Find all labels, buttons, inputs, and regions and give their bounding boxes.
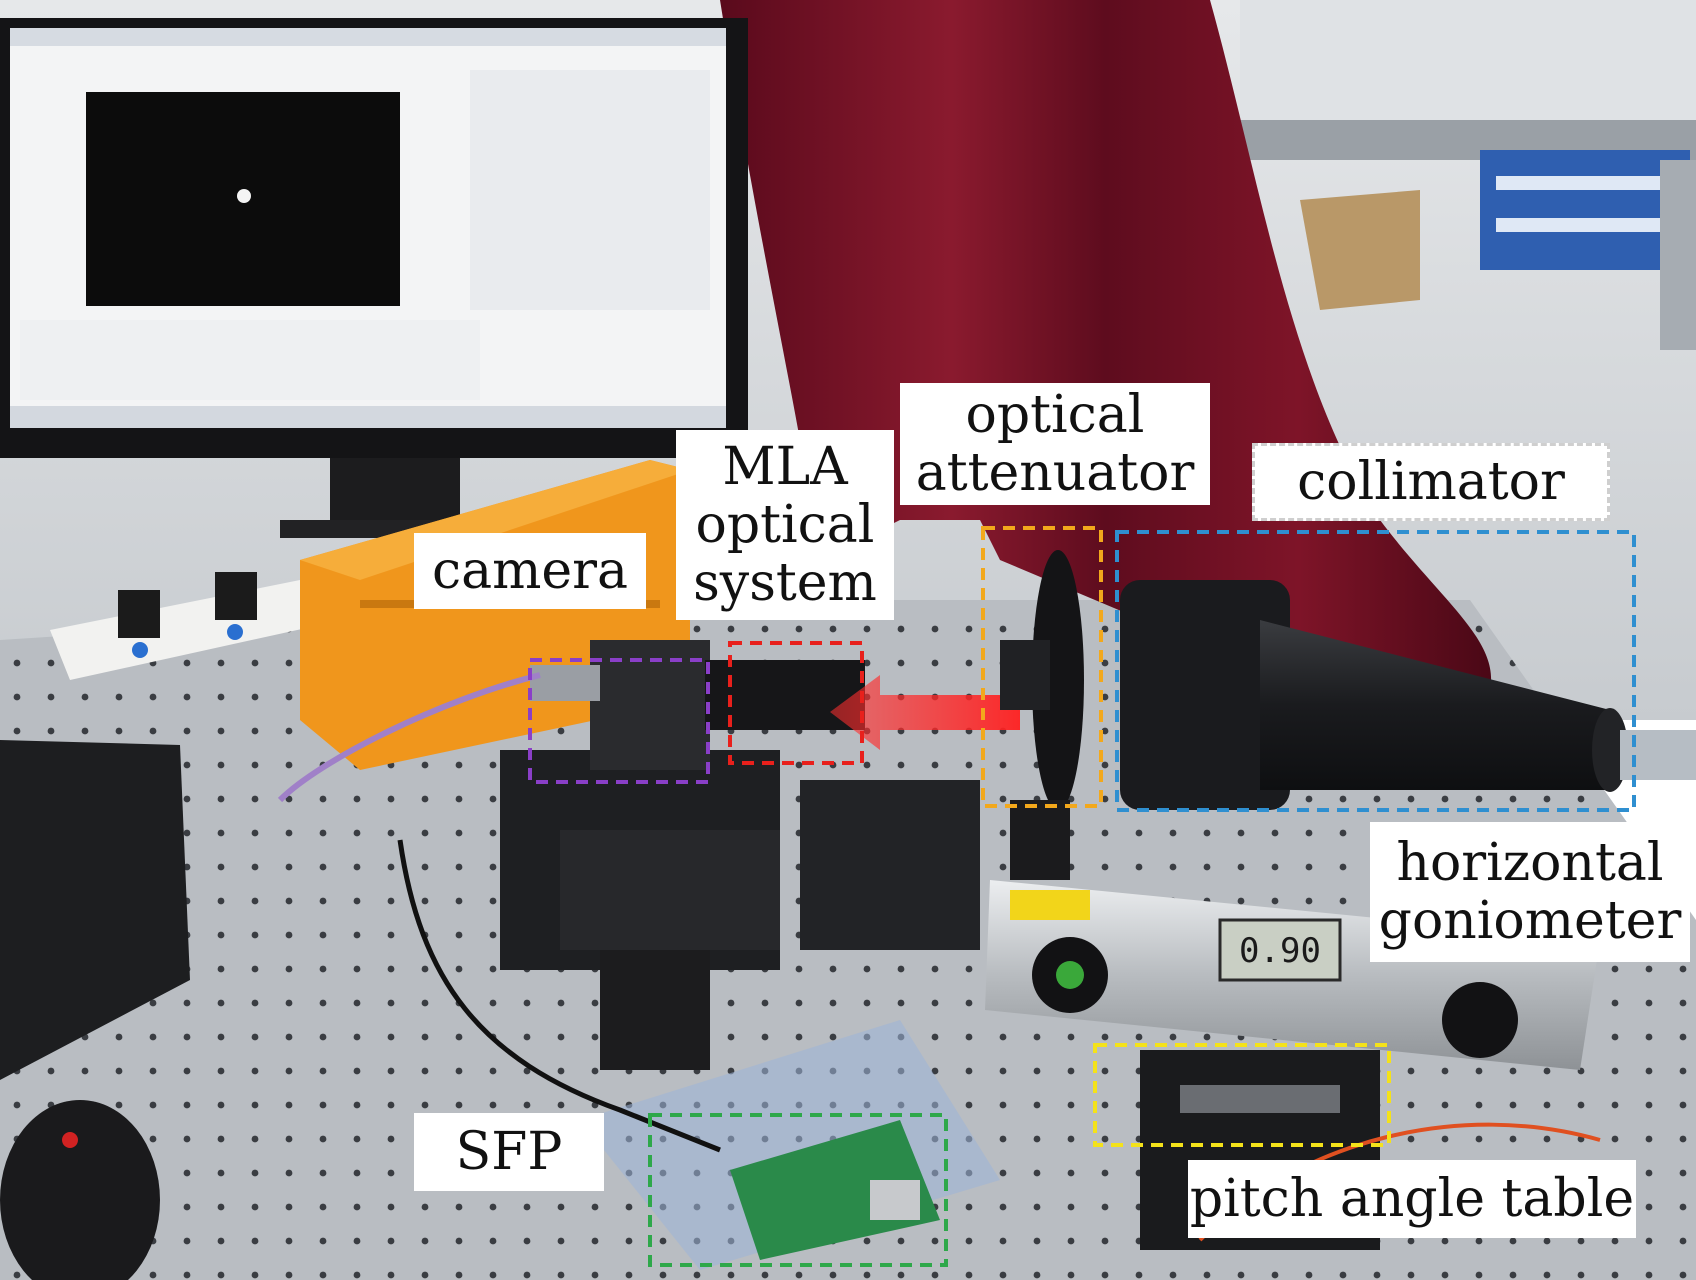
cardboard-box [1300,190,1420,310]
pitch-table-box [1093,1043,1391,1147]
optical-attenuator-label: optical attenuator [900,383,1210,505]
mla-label-line-3: system [693,553,877,613]
attenuator-device [1000,550,1084,880]
camera-box [528,658,710,784]
sfp-label: SFP [414,1113,604,1191]
collimator-label-text: collimator [1297,452,1565,512]
level-readout: 0.90 [1239,931,1321,971]
goniometer-label-line-1: horizontal [1396,833,1664,893]
purple-cable [277,672,541,803]
laser-beam-arrow [830,675,1020,750]
sfp-box [648,1113,948,1267]
camera-label: camera [414,533,646,609]
mouse [0,1100,160,1280]
pitch-angle-table-label: pitch angle table [1188,1160,1636,1238]
mla-label-line-2: optical [695,495,875,555]
collimator-box [1115,530,1636,812]
camera-device [500,640,980,1070]
collimator-device [1120,580,1696,810]
goniometer-label-line-2: goniometer [1378,891,1682,951]
light-spot [237,189,251,203]
mla-optical-system-label: MLA optical system [676,430,894,620]
attenuator-label-line-2: attenuator [915,443,1195,503]
keyboard [0,740,190,1080]
collimator-label: collimator [1252,443,1610,521]
cabinet [1240,0,1696,350]
mla-label-line-1: MLA [722,437,848,497]
camera-label-text: camera [431,541,629,601]
horizontal-goniometer-label: horizontal goniometer [1370,822,1690,962]
black-cable [397,839,721,1153]
pitch-table-label-text: pitch angle table [1189,1169,1635,1229]
attenuator-label-line-1: optical [965,385,1145,445]
computer-monitor [0,18,748,538]
mla-box [728,641,864,765]
power-strip [50,572,320,680]
sfp-board [580,1020,1000,1270]
sfp-label-text: SFP [455,1122,563,1182]
